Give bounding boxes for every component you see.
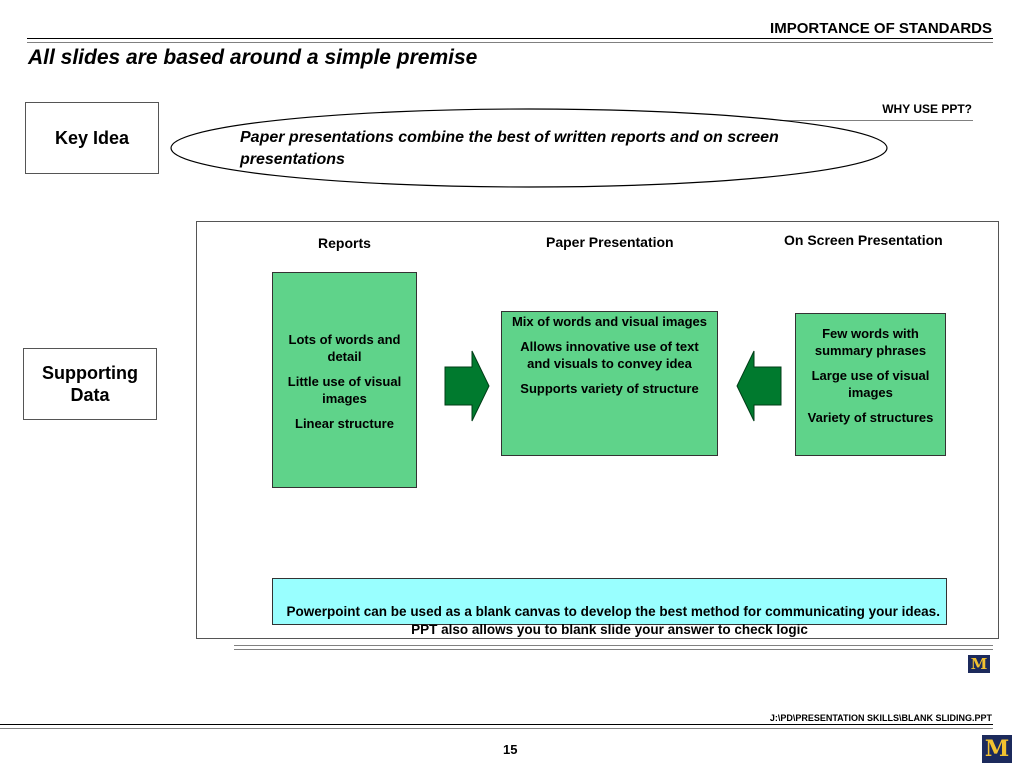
screen-point: Few words with summary phrases xyxy=(814,326,927,358)
university-logo-small: M xyxy=(968,655,990,673)
lower-divider-bottom xyxy=(234,649,993,650)
logo-letter: M xyxy=(984,736,1010,762)
on-screen-presentation-heading: On Screen Presentation xyxy=(784,232,943,248)
why-use-ppt-tag: WHY USE PPT? xyxy=(882,102,972,116)
conclusion-box: Powerpoint can be used as a blank canvas… xyxy=(272,578,947,637)
reports-heading: Reports xyxy=(318,235,371,251)
header-divider-top xyxy=(27,38,993,39)
reports-box: Lots of words and detail Little use of v… xyxy=(272,272,417,488)
supporting-data-frame xyxy=(196,221,999,639)
paper-point: Supports variety of structure xyxy=(520,381,699,396)
right-arrow-icon xyxy=(444,350,490,422)
paper-presentation-box: Mix of words and visual images Allows in… xyxy=(501,311,718,456)
key-idea-divider xyxy=(780,120,973,121)
supporting-data-label-box: Supporting Data xyxy=(23,348,157,420)
university-logo: M xyxy=(982,735,1012,763)
conclusion-text: Powerpoint can be used as a blank canvas… xyxy=(286,604,955,637)
key-idea-statement: Paper presentations combine the best of … xyxy=(240,129,779,168)
file-path: J:\PD\PRESENTATION SKILLS\BLANK SLIDING.… xyxy=(769,713,992,723)
section-title: IMPORTANCE OF STANDARDS xyxy=(770,20,992,37)
supporting-data-label: Supporting Data xyxy=(42,363,138,405)
key-idea-label: Key Idea xyxy=(54,128,130,148)
screen-point: Variety of structures xyxy=(807,410,934,425)
key-idea-ellipse xyxy=(170,108,888,188)
logo-letter: M xyxy=(970,655,988,673)
slide-title: All slides are based around a simple pre… xyxy=(28,46,478,69)
paper-point: Mix of words and visual images xyxy=(511,314,708,329)
footer-divider-bottom xyxy=(0,728,993,729)
key-idea-label-box: Key Idea xyxy=(25,102,159,174)
left-arrow-icon xyxy=(736,350,782,422)
footer-divider-top xyxy=(0,724,993,725)
reports-point: Lots of words and detail xyxy=(288,332,401,364)
lower-divider-top xyxy=(234,645,993,646)
reports-point: Little use of visual images xyxy=(287,374,402,406)
screen-point: Large use of visual images xyxy=(811,368,930,400)
page-number: 15 xyxy=(503,742,518,757)
reports-point: Linear structure xyxy=(295,416,394,431)
paper-presentation-heading: Paper Presentation xyxy=(546,234,674,250)
on-screen-box: Few words with summary phrases Large use… xyxy=(795,313,946,456)
header-divider-bottom xyxy=(27,42,993,43)
paper-point: Allows innovative use of text and visual… xyxy=(520,339,699,371)
